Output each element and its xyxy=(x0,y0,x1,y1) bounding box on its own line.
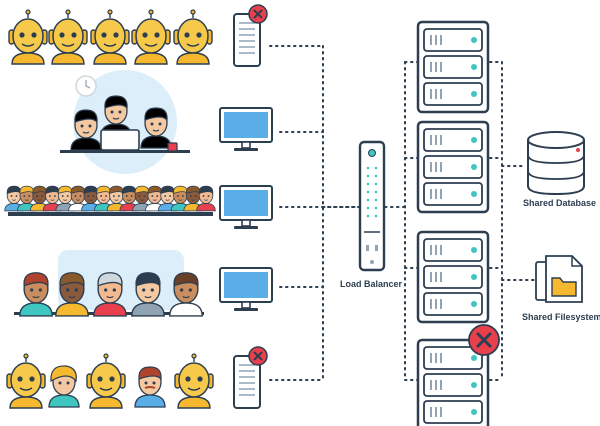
load-balancer-icon xyxy=(358,140,386,272)
robot-group-top xyxy=(8,9,213,65)
person-icon xyxy=(183,185,203,212)
person-icon xyxy=(70,109,102,151)
person-icon xyxy=(93,272,127,317)
server-rack-icon xyxy=(416,120,490,214)
robot-icon xyxy=(6,353,46,409)
person-icon xyxy=(140,107,172,149)
people-group-medium xyxy=(14,250,204,317)
person-icon xyxy=(196,185,216,212)
robot-icon xyxy=(174,353,214,409)
person-icon xyxy=(17,185,37,212)
person-icon xyxy=(48,365,80,408)
shared-filesystem-label: Shared Filesystem xyxy=(522,312,600,322)
shared-database-label: Shared Database xyxy=(523,198,597,208)
person-icon xyxy=(106,185,127,212)
robot-icon xyxy=(131,9,171,65)
person-icon xyxy=(93,185,114,212)
laptop-icon xyxy=(96,129,144,153)
desktop-monitor-icon xyxy=(219,267,273,312)
desktop-monitor-icon xyxy=(219,107,273,152)
server-rack-icon xyxy=(416,230,490,324)
server-rack-icon xyxy=(416,20,490,114)
person-icon xyxy=(119,185,139,212)
robot-icon xyxy=(90,9,130,65)
coffee-cup-icon xyxy=(167,142,178,152)
person-icon xyxy=(131,272,165,317)
database-icon xyxy=(527,131,585,196)
person-icon xyxy=(55,272,89,317)
load-balancer-label: Load Balancer xyxy=(340,279,403,289)
connection-lines xyxy=(269,45,535,381)
people-group-small xyxy=(60,70,190,174)
robot-icon xyxy=(48,9,88,65)
person-icon xyxy=(170,185,191,212)
error-x-icon xyxy=(248,4,268,24)
robot-icon xyxy=(86,353,126,409)
person-icon xyxy=(134,366,166,408)
people-group-crowd xyxy=(4,185,216,216)
error-x-icon xyxy=(468,324,500,356)
robot-icon xyxy=(8,9,48,65)
person-icon xyxy=(81,185,101,212)
error-x-icon xyxy=(248,346,268,366)
person-icon xyxy=(19,272,53,317)
desktop-monitor-icon xyxy=(219,185,273,230)
person-icon xyxy=(4,185,24,212)
person-icon xyxy=(169,272,203,317)
mixed-group-bottom xyxy=(6,353,214,409)
robot-icon xyxy=(173,9,213,65)
files-icon xyxy=(535,255,583,303)
